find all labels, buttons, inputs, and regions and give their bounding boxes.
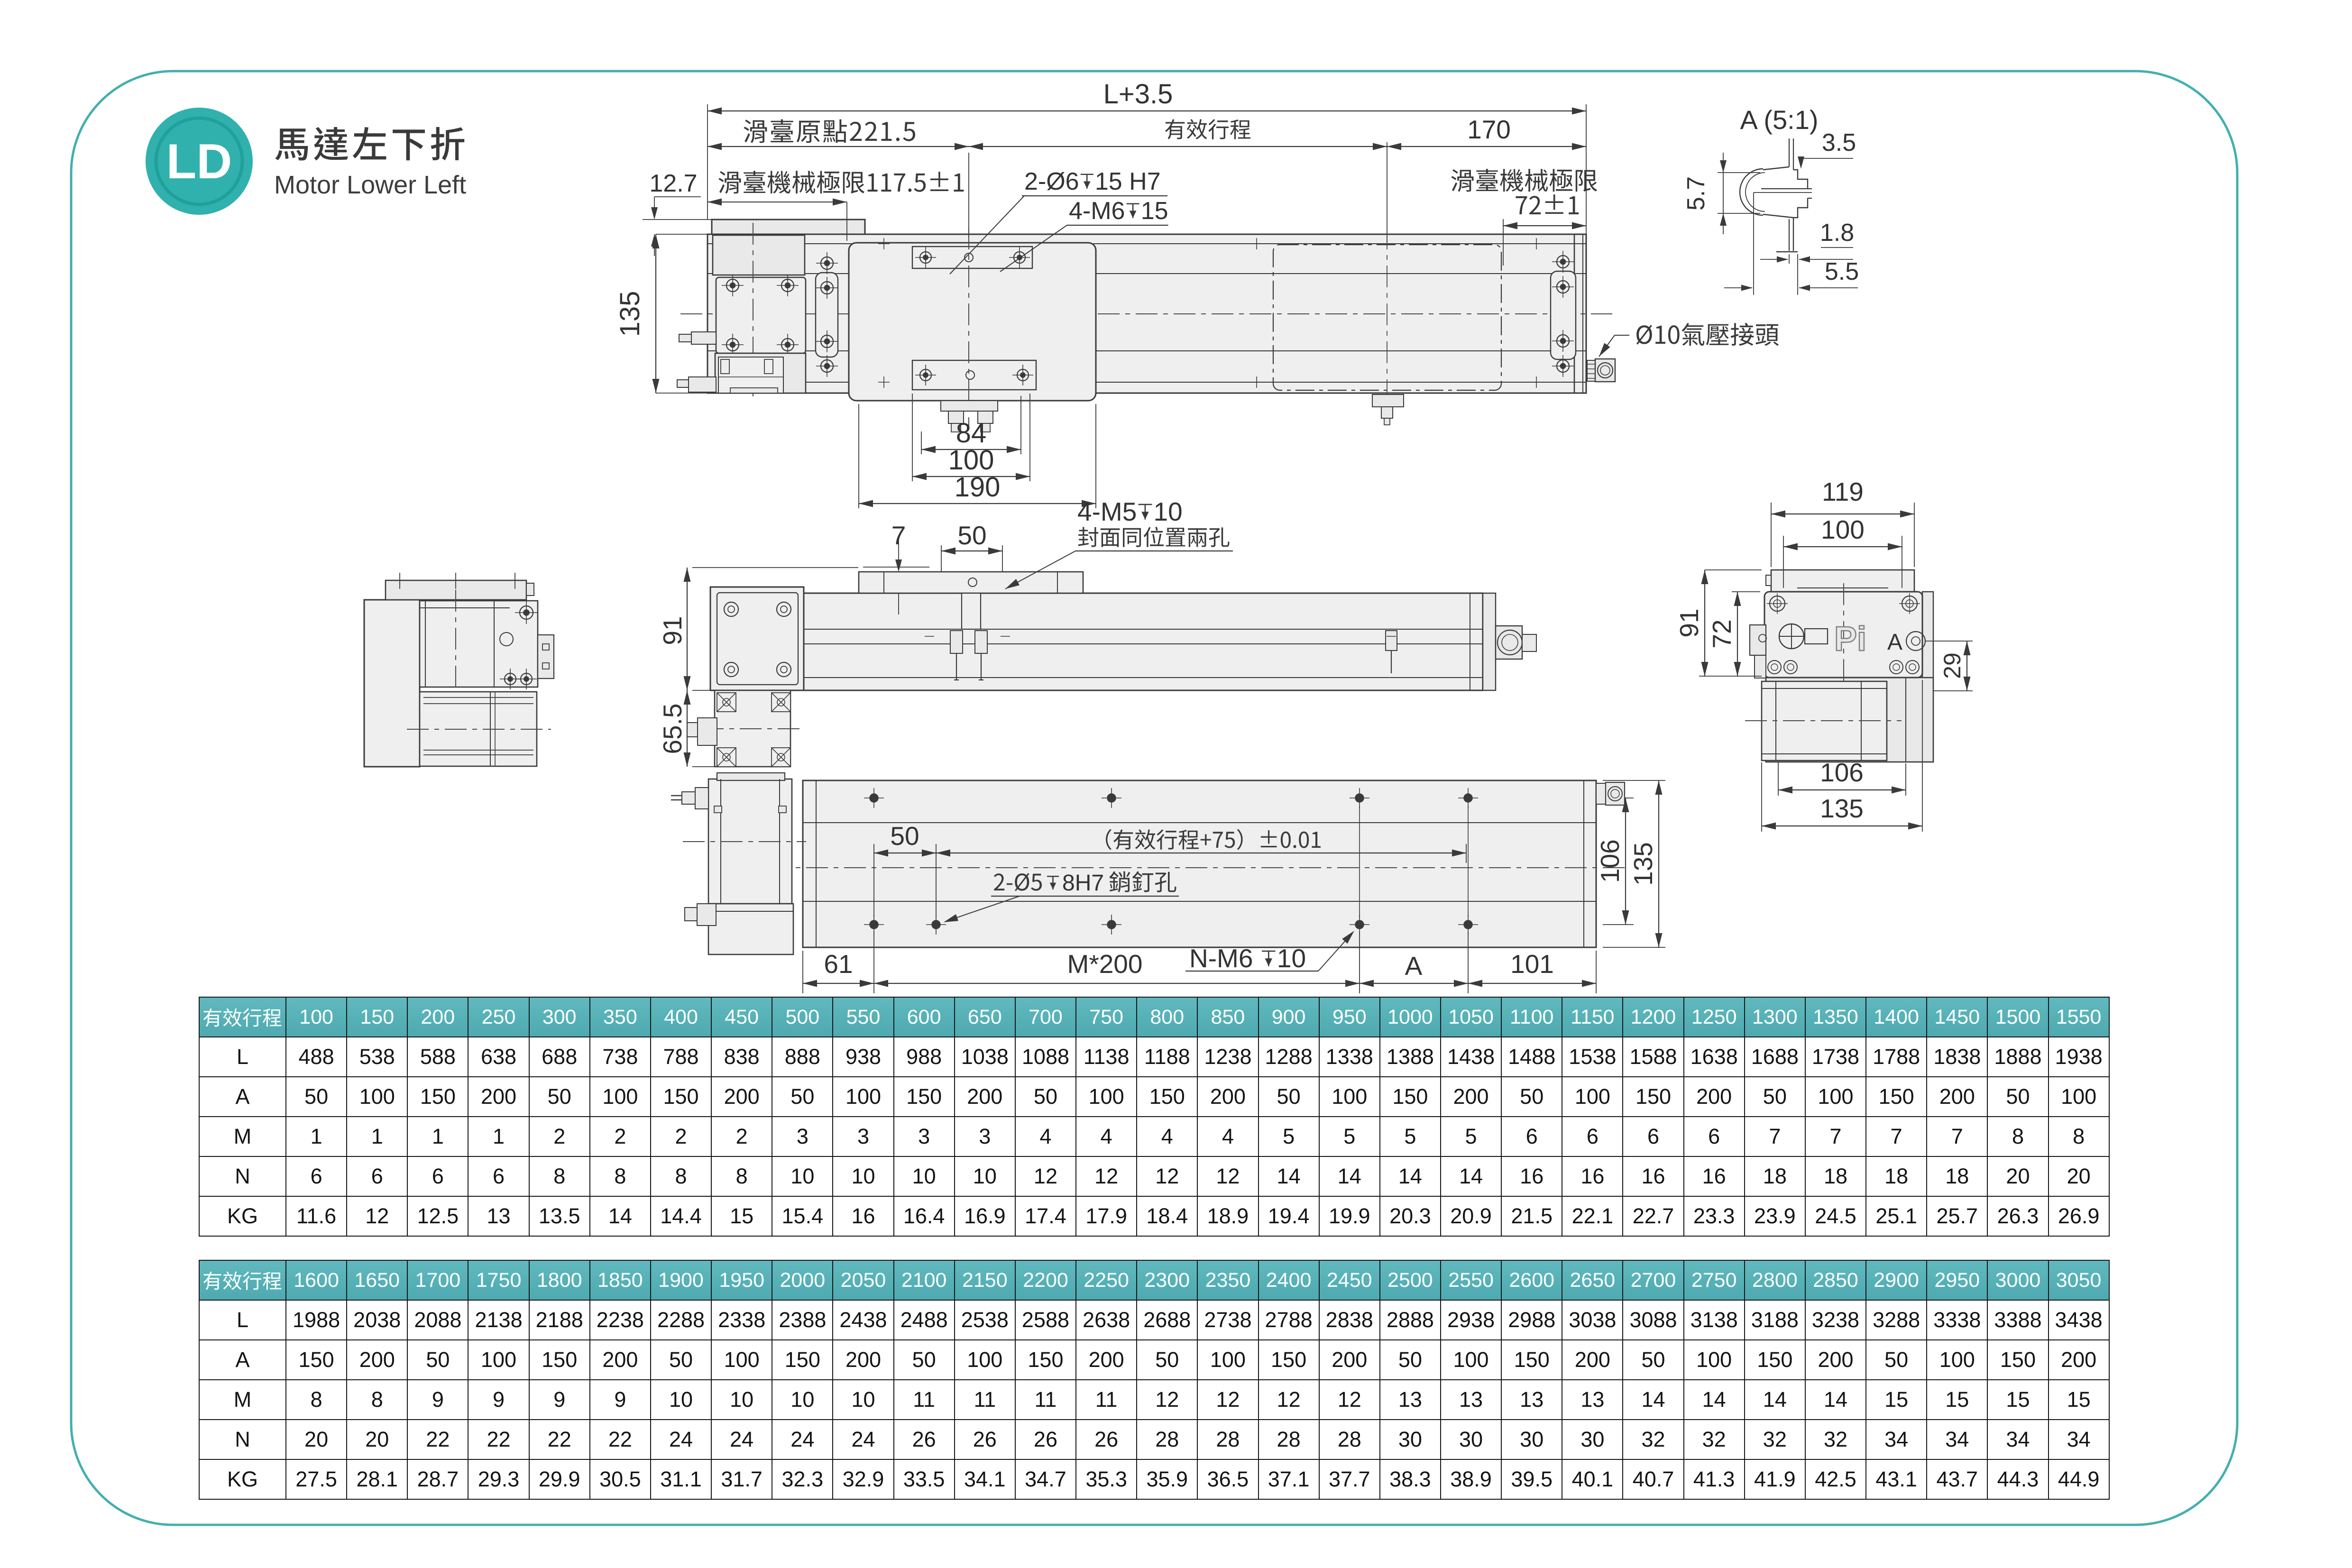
svg-text:91: 91 [658, 616, 687, 645]
svg-text:61: 61 [824, 949, 853, 979]
svg-text:Pi: Pi [1834, 620, 1866, 658]
svg-text:L+3.5: L+3.5 [1103, 79, 1173, 110]
svg-text:119: 119 [1822, 477, 1864, 506]
svg-text:50: 50 [890, 821, 919, 851]
svg-text:N-M6: N-M6 [1189, 944, 1253, 973]
svg-text:29: 29 [1939, 652, 1966, 679]
svg-text:72: 72 [1707, 619, 1736, 648]
svg-text:100: 100 [948, 445, 994, 476]
svg-text:84: 84 [956, 418, 987, 449]
svg-text:2-Ø6: 2-Ø6 [1024, 168, 1079, 195]
svg-text:3.5: 3.5 [1822, 129, 1856, 156]
svg-text:10: 10 [1153, 497, 1182, 526]
svg-text:190: 190 [955, 472, 1001, 503]
svg-text:10: 10 [1277, 944, 1306, 973]
svg-text:LD: LD [166, 134, 232, 189]
svg-text:106: 106 [1595, 839, 1625, 883]
svg-text:106: 106 [1820, 758, 1864, 787]
svg-text:8H7: 8H7 [1062, 871, 1104, 896]
svg-text:4-M6: 4-M6 [1069, 197, 1125, 225]
svg-text:135: 135 [615, 291, 645, 337]
svg-text:15: 15 [1141, 197, 1168, 225]
svg-text:A (5:1): A (5:1) [1740, 105, 1819, 135]
svg-text:5.5: 5.5 [1825, 258, 1859, 285]
svg-text:Motor Lower Left: Motor Lower Left [274, 171, 466, 199]
svg-text:4-M5: 4-M5 [1077, 497, 1137, 526]
svg-text:15 H7: 15 H7 [1095, 168, 1161, 195]
svg-text:50: 50 [957, 521, 986, 550]
svg-text:1.8: 1.8 [1820, 219, 1854, 247]
svg-text:7: 7 [891, 521, 906, 550]
svg-text:135: 135 [1628, 842, 1658, 886]
svg-text:91: 91 [1674, 608, 1704, 637]
svg-text:170: 170 [1467, 115, 1511, 144]
svg-text:100: 100 [1821, 515, 1865, 544]
svg-text:A: A [1887, 630, 1902, 655]
svg-text:135: 135 [1820, 794, 1864, 823]
svg-text:A: A [1405, 951, 1423, 981]
svg-text:5.7: 5.7 [1682, 176, 1710, 211]
svg-text:M*200: M*200 [1067, 949, 1143, 979]
svg-text:65.5: 65.5 [658, 703, 687, 754]
svg-text:101: 101 [1510, 949, 1554, 979]
svg-text:12.7: 12.7 [649, 170, 697, 197]
